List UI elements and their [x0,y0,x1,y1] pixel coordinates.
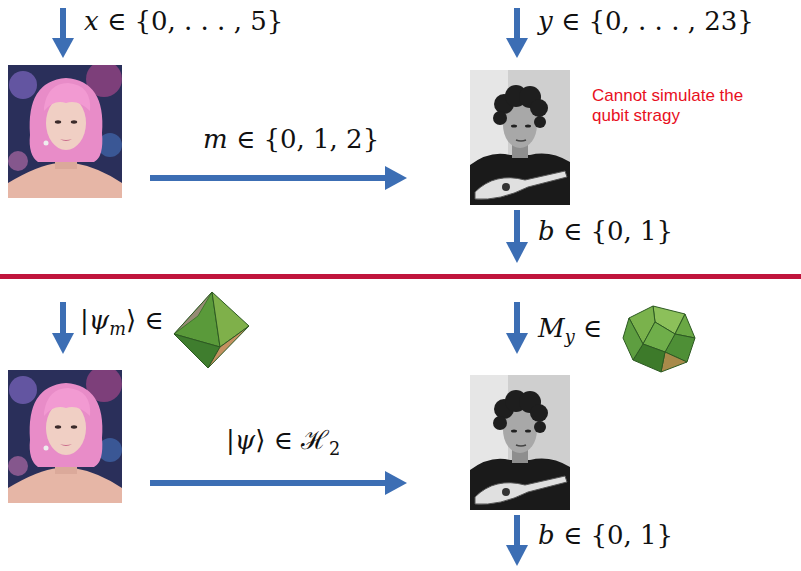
text-run: m [203,124,228,154]
label-text: |ψm⟩ ∈ [80,305,164,335]
bob-portrait [470,70,570,205]
note-text: Cannot simulate the qubit stragy [592,86,777,127]
message-arrow [150,166,407,190]
math-label: b ∈ {0, 1} [538,520,673,551]
label-text: My ∈ [538,313,602,343]
math-label: My ∈ [538,313,602,344]
label-text: m ∈ {0, 1, 2} [203,124,379,154]
text-run: ⟩ ∈ ℋ [255,425,329,455]
text-run: b [538,520,555,550]
text-run: ∈ {0, 1} [555,216,673,246]
qubit-arrow [150,471,407,495]
text-run: ψ [235,425,255,455]
bob-portrait [470,375,570,510]
math-label: |ψm⟩ ∈ [80,305,164,336]
input-arrow [506,8,528,58]
text-run: b [538,216,555,246]
input-arrow [52,302,74,354]
text-run: ∈ {0, 1, 2} [228,124,380,154]
label-text: b ∈ {0, 1} [538,216,673,246]
divider-line [0,274,801,279]
label-text: x ∈ {0, . . . , 5} [84,6,283,36]
octahedron-symbol [174,292,249,368]
text-run: ∈ {0, . . . , 5} [99,6,284,36]
text-run: y [565,327,575,347]
text-run: Cannot simulate the qubit stragy [592,86,743,125]
output-arrow [506,210,528,263]
text-run: ⟩ ∈ [126,305,164,335]
text-run: | [80,305,89,335]
input-arrow [52,8,74,58]
output-arrow [506,515,528,566]
math-label: y ∈ {0, . . . , 23} [538,6,754,37]
text-run: ∈ [575,313,603,343]
text-run: 2 [329,439,340,459]
math-label: m ∈ {0, 1, 2} [203,124,379,155]
text-run: x [84,6,99,36]
alice-portrait [8,61,122,198]
math-label: x ∈ {0, . . . , 5} [84,6,283,37]
text-run: ψ [89,305,109,335]
text-run: | [226,425,235,455]
alice-portrait [8,366,122,503]
text-run: y [538,6,553,36]
input-arrow [506,302,528,354]
text-run: ∈ {0, 1} [555,520,673,550]
label-text: b ∈ {0, 1} [538,520,673,550]
math-label: |ψ⟩ ∈ ℋ2 [226,425,340,456]
text-run: m [109,319,126,339]
label-text: Cannot simulate the qubit stragy [592,86,743,125]
math-label: b ∈ {0, 1} [538,216,673,247]
label-text: |ψ⟩ ∈ ℋ2 [226,425,340,455]
text-run: M [538,313,565,343]
label-text: y ∈ {0, . . . , 23} [538,6,754,36]
text-run: ∈ {0, . . . , 23} [553,6,754,36]
rhombic-dodecahedron-symbol [623,306,695,372]
